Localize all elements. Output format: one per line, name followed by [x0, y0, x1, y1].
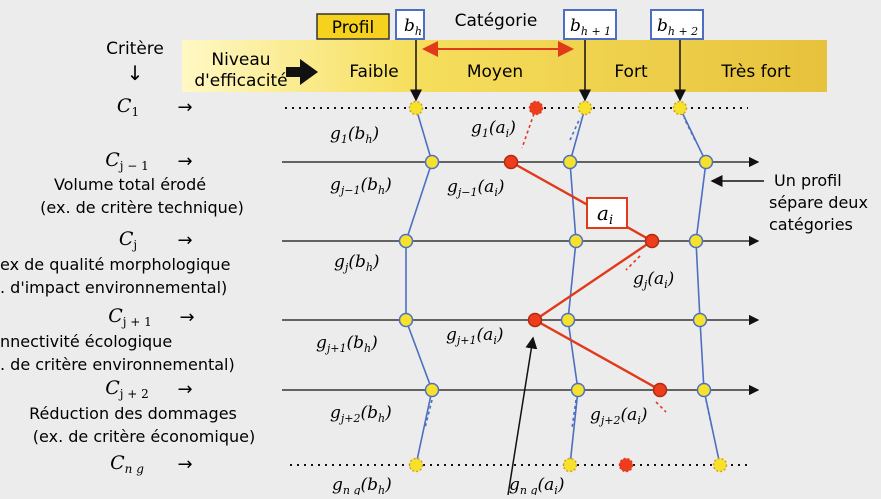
criterion-cj+1-arrow: →: [179, 307, 194, 328]
criterion-cj+2-desc1: Réduction des dommages: [29, 404, 237, 423]
annotation-line3: catégories: [769, 215, 853, 234]
criterion-cng-arrow: →: [177, 454, 192, 475]
node-c1-bh2: [672, 100, 688, 116]
node-cj-bh1: [568, 233, 584, 249]
node-cjp2-bh1: [570, 382, 586, 398]
node-cjp1-bh: [398, 312, 414, 328]
level-fort: Fort: [614, 62, 648, 82]
criterion-cj-1-desc1: Volume total érodé: [54, 175, 206, 194]
node-cjp2-ai: [652, 382, 668, 398]
g-label-gng-ai: gn g(ai): [509, 475, 564, 495]
categorie-label: Catégorie: [455, 11, 538, 31]
g-label-gjp2-bh: gj+2(bh): [330, 403, 392, 425]
node-cjp2-bh2: [696, 382, 712, 398]
criterion-cj+1: Cj + 1: [108, 305, 152, 329]
node-cjp2-bh: [424, 382, 440, 398]
criterion-cj+1-desc1: nnectivité écologique: [0, 332, 172, 351]
g-label-gjp1-ai: gj+1(ai): [446, 325, 503, 347]
profile-box-bh2: [650, 9, 704, 40]
level-faible: Faible: [349, 62, 398, 82]
node-cj1-bh2: [698, 154, 714, 170]
node-cjp1-bh1: [560, 312, 576, 328]
node-cj1-bh1: [562, 154, 578, 170]
level-moyen: Moyen: [467, 62, 523, 82]
criterion-cj-arrow: →: [177, 230, 192, 251]
criterion-cj+2-desc2: (ex. de critère économique): [33, 427, 255, 446]
node-c1-bh: [408, 100, 424, 116]
node-cj1-bh: [424, 154, 440, 170]
criterion-cng: Cn g: [110, 452, 144, 476]
alt-dash-bot: [655, 401, 667, 413]
profile-dash-bh1-top: [569, 117, 581, 141]
profil-box: [316, 13, 390, 40]
profile-line-bh1: [567, 107, 586, 466]
criterion-cj-desc1: ex de qualité morphologique: [0, 255, 230, 274]
criterion-cj+1-desc2: . de critère environnemental): [0, 355, 235, 374]
level-tres-fort: Très fort: [720, 62, 791, 82]
profil-label: Profil: [332, 18, 374, 38]
criterion-c1: C1: [117, 95, 139, 119]
g-label-g1-bh: g1(bh): [330, 124, 379, 146]
node-cj-ai: [644, 233, 660, 249]
annotation-line2: sépare deux: [769, 193, 868, 212]
node-cj-bh: [398, 233, 414, 249]
g-label-gjp2-ai: gj+2(ai): [590, 405, 647, 427]
criterion-cj-1: Cj − 1: [105, 149, 149, 173]
critere-down-arrow: ↓: [127, 61, 144, 85]
profile-dash-bh1-bot: [571, 399, 577, 429]
node-c1-ai: [528, 100, 544, 116]
node-cj-bh2: [688, 233, 704, 249]
nodes: [398, 100, 728, 473]
node-cng-ai: [618, 457, 634, 473]
criterion-c1-arrow: →: [177, 97, 192, 118]
criterion-cj+2-arrow: →: [177, 379, 192, 400]
niveau-line2: d'efficacité: [194, 71, 287, 91]
pointer-arrow: [507, 336, 538, 496]
node-cng-bh: [408, 457, 424, 473]
node-c1-bh1: [577, 100, 593, 116]
profile-dash-bh-bot: [424, 399, 433, 429]
g-label-gj1-bh: gj−1(bh): [330, 175, 392, 197]
profile-box-bh: [395, 9, 425, 40]
criterion-cj+2: Cj + 2: [105, 377, 149, 401]
node-cj1-ai: [503, 154, 519, 170]
node-cng-bh1: [562, 457, 578, 473]
g-label-gj-ai: gj(ai): [633, 269, 674, 291]
ai-label-box: [586, 197, 628, 229]
profile-line-bh: [405, 107, 433, 466]
node-cjp1-ai: [527, 312, 543, 328]
alternative-line-ai: [510, 160, 661, 392]
node-cng-bh2: [712, 457, 728, 473]
profile-box-bh1: [563, 9, 617, 40]
criterion-cj-1-arrow: →: [177, 151, 192, 172]
g-label-gj-bh: gj(bh): [334, 252, 380, 274]
criterion-cj-1-desc2: (ex. de critère technique): [40, 198, 244, 217]
annotation-line1: Un profil: [774, 171, 842, 190]
criterion-cj-desc2: . d'impact environnemental): [0, 278, 227, 297]
profile-dash-bh2-top: [683, 117, 696, 141]
critere-label: Critère: [106, 39, 164, 59]
g-label-g1-ai: g1(ai): [471, 118, 516, 140]
niveau-line1: Niveau: [211, 50, 270, 70]
node-cjp1-bh2: [692, 312, 708, 328]
profile-dash-bh2-bot: [705, 399, 713, 429]
g-label-gng-bh: gn g(bh): [332, 475, 392, 495]
g-label-gjp1-bh: gj+1(bh): [316, 333, 378, 355]
big-arrow-icon: [286, 59, 318, 85]
criterion-cj: Cj: [119, 228, 137, 252]
g-label-gj1-ai: gj−1(ai): [447, 177, 504, 199]
